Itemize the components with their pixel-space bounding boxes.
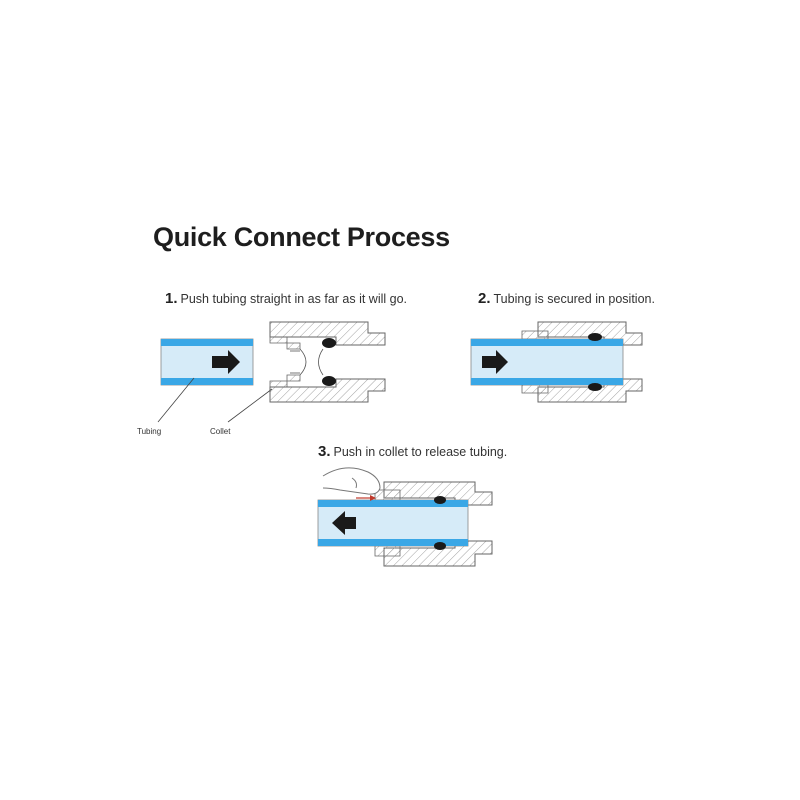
o-ring: [434, 542, 446, 550]
fitting-step-3: [374, 481, 493, 567]
o-ring: [588, 333, 602, 341]
step-3-text: Push in collet to release tubing.: [333, 445, 508, 459]
push-arrowhead-icon: [370, 495, 376, 501]
step-3-diagram: [317, 467, 493, 567]
step-1-number: 1.: [165, 290, 178, 307]
step-2-diagram: [470, 321, 643, 403]
step-1-caption: 1.Push tubing straight in as far as it w…: [165, 290, 407, 307]
collet-label: Collet: [210, 427, 231, 436]
arrow-right-icon: [482, 350, 508, 374]
o-ring: [322, 376, 336, 386]
step-1-diagram: [157, 321, 386, 423]
tubing-step-1: [160, 338, 254, 386]
finger-icon: [322, 467, 381, 495]
fitting-step-1: [269, 321, 386, 403]
step-3-caption: 3.Push in collet to release tubing.: [318, 443, 507, 460]
o-ring: [322, 338, 336, 348]
step-2-number: 2.: [478, 290, 491, 307]
step-2-caption: 2.Tubing is secured in position.: [478, 290, 655, 307]
arrow-right-icon: [212, 350, 240, 374]
o-ring: [588, 383, 602, 391]
tubing-step-2: [470, 338, 624, 386]
tubing-leader-line: [157, 377, 195, 423]
tubing-step-3: [317, 499, 469, 547]
step-1-text: Push tubing straight in as far as it wil…: [180, 292, 408, 306]
page-title: Quick Connect Process: [153, 222, 450, 252]
tubing-label: Tubing: [137, 427, 162, 436]
arrow-left-icon: [332, 511, 356, 535]
collet-leader-line: [227, 388, 273, 423]
step-2-text: Tubing is secured in position.: [493, 292, 655, 306]
o-ring: [434, 496, 446, 504]
step-3-number: 3.: [318, 443, 331, 460]
